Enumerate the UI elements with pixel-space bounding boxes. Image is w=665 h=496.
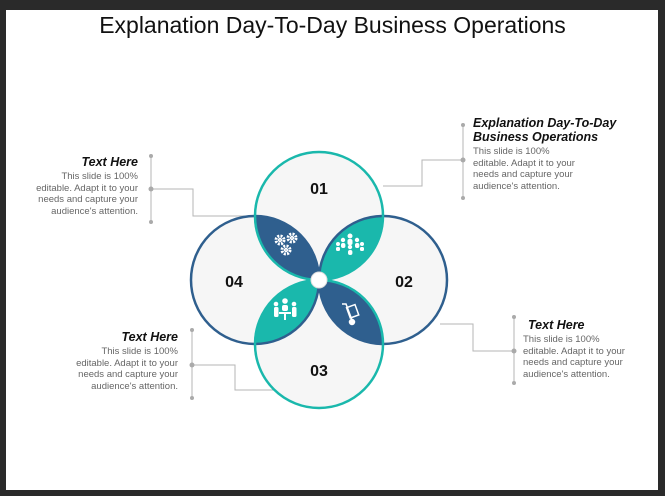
text-block-bottom-left: Text Here This slide is 100% editable. A… xyxy=(68,330,178,392)
block-heading: Text Here xyxy=(81,155,138,169)
block-heading: Text Here xyxy=(121,330,178,344)
connector-bottom-right xyxy=(440,317,515,383)
section-number-04: 04 xyxy=(225,274,243,291)
section-number-02: 02 xyxy=(395,274,413,291)
hand-truck-icon xyxy=(342,303,360,326)
block-body: This slide is 100% editable. Adapt it to… xyxy=(523,334,625,380)
block-body: This slide is 100% editable. Adapt it to… xyxy=(76,346,178,392)
connector-dots xyxy=(148,123,517,400)
text-block-top-right: Explanation Day-To-Day Business Operatio… xyxy=(473,116,633,192)
section-number-03: 03 xyxy=(310,363,328,380)
block-body: This slide is 100% editable. Adapt it to… xyxy=(473,146,575,192)
block-heading: Text Here xyxy=(528,318,585,332)
meeting-table-icon xyxy=(273,298,297,320)
text-block-top-left: Text Here This slide is 100% editable. A… xyxy=(30,155,138,217)
section-number-01: 01 xyxy=(310,181,328,198)
gears-icon xyxy=(274,232,298,256)
people-group-icon xyxy=(336,233,364,255)
connector-top-left xyxy=(150,156,258,222)
center-dot xyxy=(310,271,328,289)
block-heading: Explanation Day-To-Day Business Operatio… xyxy=(473,116,617,144)
text-block-bottom-right: Text Here This slide is 100% editable. A… xyxy=(523,318,635,380)
block-body: This slide is 100% editable. Adapt it to… xyxy=(36,171,138,217)
slide-title: Explanation Day-To-Day Business Operatio… xyxy=(99,12,566,38)
connector-top-right xyxy=(383,125,464,198)
